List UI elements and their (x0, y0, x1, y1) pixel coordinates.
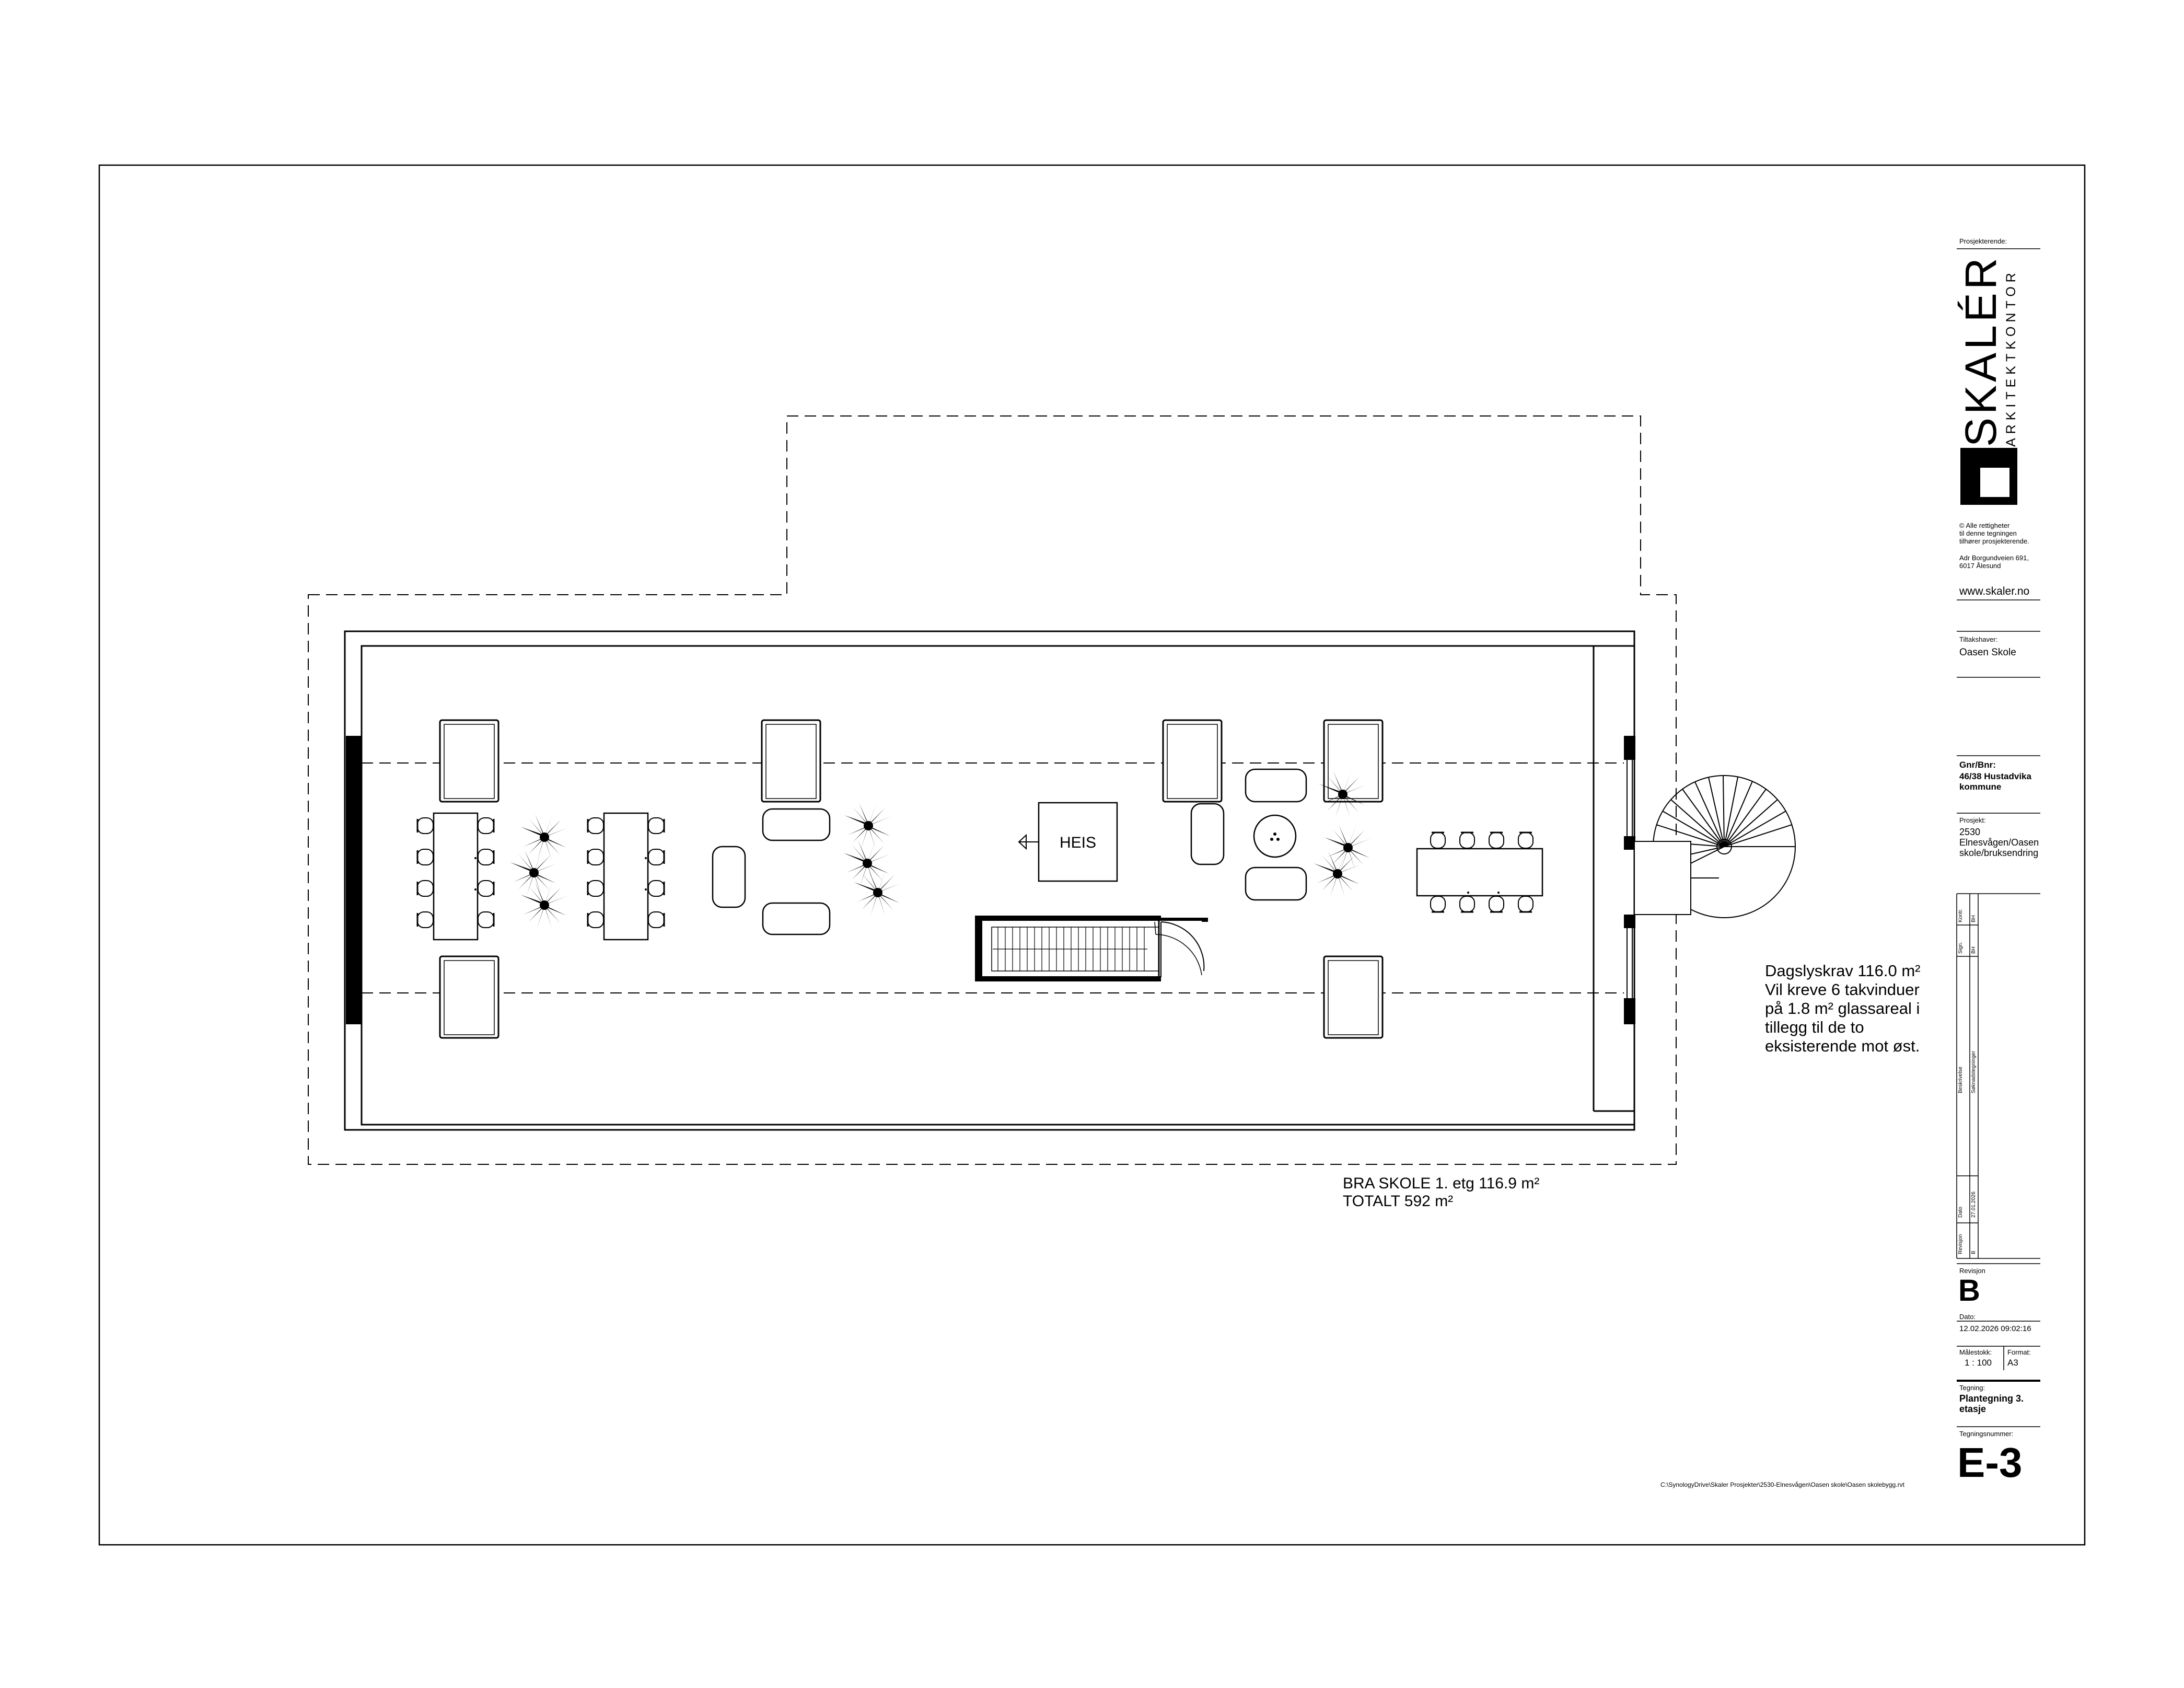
rev-value-desc: Søknadstegninger (1971, 1050, 1977, 1093)
rev-header-kontr: Kontr. (1958, 908, 1964, 922)
title-block-rules (1957, 248, 2040, 1427)
east-wall (1624, 736, 1635, 1024)
daylight-note-line: Dagslyskrav 116.0 m² (1765, 962, 1921, 980)
client-value: Oasen Skole (1959, 647, 2016, 658)
project-value-line: 2530 (1959, 827, 1981, 837)
roof-lines (362, 762, 1624, 993)
scale-label: Målestokk: (1959, 1348, 1992, 1356)
date-value: 12.02.2026 09:02:16 (1959, 1324, 2031, 1333)
area-note: BRA SKOLE 1. etg 116.9 m² TOTALT 592 m² (1343, 1175, 1539, 1210)
copyright-note: © Alle rettigheter til denne tegningen t… (1959, 522, 2029, 545)
daylight-note-line: tillegg til de to (1765, 1018, 1864, 1036)
dining-table-west-1 (416, 812, 495, 941)
elevator-label: HEIS (1060, 834, 1096, 851)
west-window (346, 736, 362, 1024)
copyright-line: tilhører prosjekterende. (1959, 537, 2029, 545)
rev-header-desc: Beskrivelse (1958, 1066, 1964, 1093)
project-label: Prosjekt: (1959, 816, 1986, 824)
address-line: Adr Borgundveien 691, (1959, 554, 2029, 562)
project-value: 2530 Elnesvågen/Oasen skole/bruksendring (1959, 827, 2039, 858)
area-note-line: BRA SKOLE 1. etg 116.9 m² (1343, 1175, 1540, 1192)
drawing-label: Tegning: (1959, 1384, 1985, 1392)
rev-value-kontr: BH (1971, 915, 1977, 922)
date-label: Dato: (1959, 1313, 1976, 1321)
rev-header-sign: Sign. (1958, 942, 1964, 954)
drawing-number-label: Tegningsnummer: (1959, 1430, 2014, 1438)
skylights (439, 719, 1384, 1039)
designer-label: Prosjekterende: (1959, 237, 2007, 245)
dining-table-east (1416, 831, 1543, 913)
project-value-line: skole/bruksendring (1959, 848, 2039, 858)
sheet-border (98, 164, 2086, 1546)
revision-label: Revisjon (1959, 1267, 1985, 1275)
revision-value: B (1958, 1274, 1980, 1308)
drawing-value: Plantegning 3. etasje (1959, 1393, 2024, 1414)
logo-main: SKALÉR (1956, 255, 2005, 447)
elevator (1018, 802, 1118, 882)
drawing-value-line: etasje (1959, 1404, 1986, 1414)
daylight-note-line: Vil kreve 6 takvinduer (1765, 980, 1920, 999)
format-label: Format: (2007, 1348, 2031, 1356)
project-value-line: Elnesvågen/Oasen (1959, 837, 2039, 848)
address: Adr Borgundveien 691, 6017 Ålesund (1959, 554, 2029, 570)
property-value-line: 46/38 Hustadvika (1959, 771, 2031, 781)
drawing-number-value: E-3 (1957, 1439, 2023, 1486)
spiral-stair (1634, 775, 1796, 918)
daylight-note-line: på 1.8 m² glassareal i (1765, 999, 1920, 1018)
property-value: 46/38 Hustadvika kommune (1959, 771, 2031, 792)
staircase (975, 916, 1208, 981)
floor-below-outline (308, 415, 1677, 1165)
logo-sub: ARKITEKTKONTOR (2004, 269, 2018, 447)
drawing-value-line: Plantegning 3. (1959, 1393, 2024, 1404)
rev-header-revision: Revisjon (1958, 1234, 1964, 1254)
daylight-note: Dagslyskrav 116.0 m² Vil kreve 6 takvind… (1765, 962, 1920, 1056)
copyright-line: © Alle rettigheter (1959, 522, 2010, 529)
logo-mark (1960, 448, 2017, 505)
website-link[interactable]: www.skaler.no (1959, 585, 2030, 597)
lounge-seating-east (1190, 768, 1307, 901)
revision-table (1956, 893, 2040, 1259)
rev-value-date: 27.01.2026 (1971, 1191, 1977, 1218)
copyright-line: til denne tegningen (1959, 529, 2017, 537)
daylight-note-line: eksisterende mot øst. (1765, 1037, 1920, 1055)
file-path: C:\SynologyDrive\Skaler Prosjekter\2530-… (1660, 1481, 1904, 1488)
format-value: A3 (2007, 1358, 2018, 1368)
rev-value-sign: BH (1971, 946, 1977, 954)
scale-value: 1 : 100 (1965, 1358, 1992, 1368)
address-line: 6017 Ålesund (1959, 562, 2001, 570)
client-label: Tiltakshaver: (1959, 635, 1998, 643)
area-note-line: TOTALT 592 m² (1343, 1193, 1454, 1210)
dining-table-west-2 (587, 812, 665, 941)
rev-value-revision: B (1971, 1251, 1977, 1254)
property-label: Gnr/Bnr: (1959, 760, 1996, 770)
lounge-seating-west (712, 808, 831, 935)
rev-header-date: Dato (1958, 1206, 1964, 1218)
property-value-line: kommune (1959, 782, 2002, 792)
